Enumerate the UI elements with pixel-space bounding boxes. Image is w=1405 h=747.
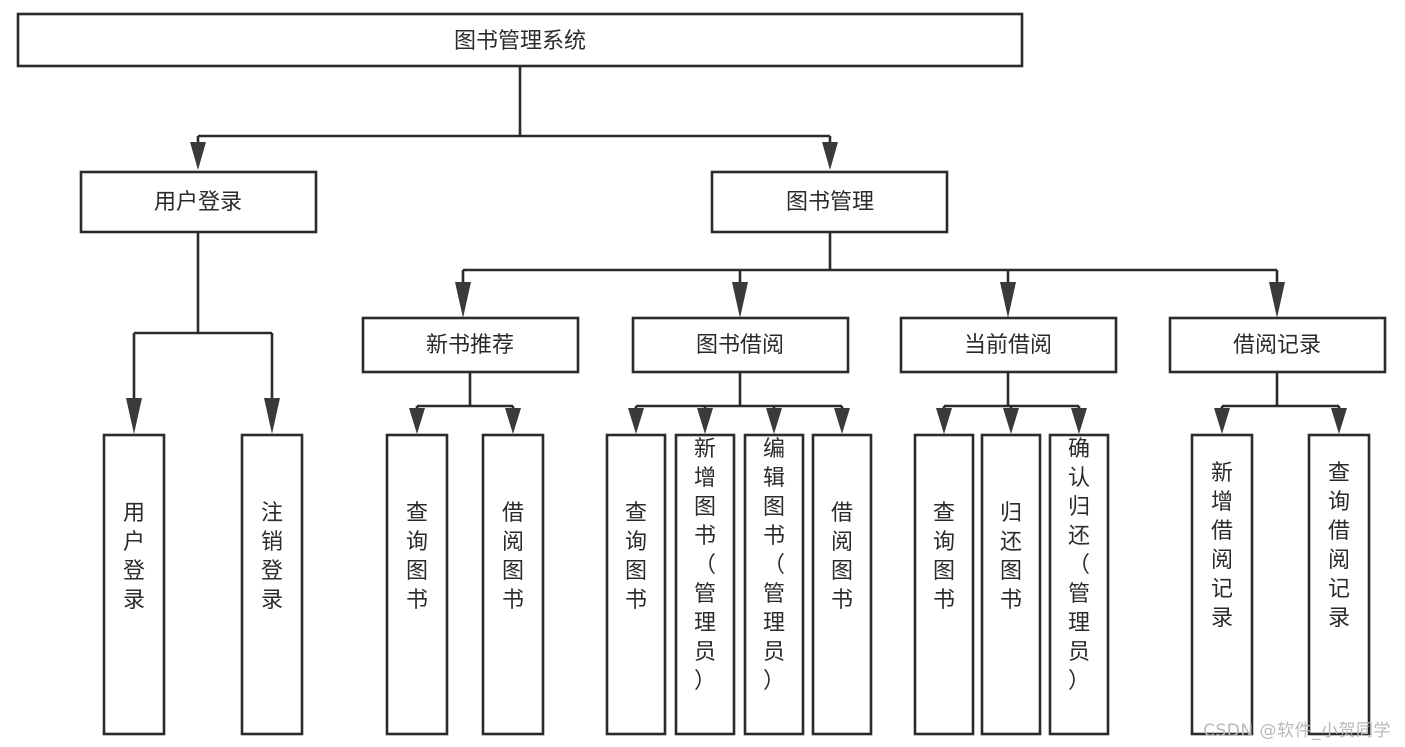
connector-group-records bbox=[1214, 372, 1347, 434]
node-borrow-box[interactable] bbox=[631, 316, 850, 374]
node-leaf-1-label: 用户登录 bbox=[123, 501, 145, 613]
arrow-head-records bbox=[1269, 282, 1285, 318]
arrow-head-leaf-4 bbox=[505, 408, 521, 434]
arrow-head-borrow bbox=[732, 282, 748, 318]
node-leaf-6[interactable]: 新增图书（管理员） bbox=[674, 433, 736, 736]
node-leaf-4[interactable]: 借阅图书 bbox=[481, 433, 545, 736]
node-leaf-5-box[interactable] bbox=[605, 433, 667, 736]
node-root[interactable]: 图书管理系统 bbox=[16, 12, 1024, 68]
node-leaf-12[interactable]: 新增借阅记录 bbox=[1190, 433, 1254, 736]
node-leaf-3-label: 查询图书 bbox=[406, 501, 428, 613]
node-leaf-12-label: 新增借阅记录 bbox=[1211, 461, 1233, 631]
node-leaf-11-label: 确认归还（管理员） bbox=[1068, 437, 1090, 694]
arrow-head-leaf-12 bbox=[1214, 408, 1230, 434]
node-borrow[interactable]: 图书借阅 bbox=[631, 316, 850, 374]
node-leaf-4-box[interactable] bbox=[481, 433, 545, 736]
node-leaf-8[interactable]: 借阅图书 bbox=[811, 433, 873, 736]
node-leaf-7-label: 编辑图书（管理员） bbox=[763, 437, 785, 694]
node-borrow-label: 图书借阅 bbox=[696, 333, 784, 358]
node-leaf-9[interactable]: 查询图书 bbox=[913, 433, 975, 736]
node-records[interactable]: 借阅记录 bbox=[1168, 316, 1387, 374]
arrow-head-leaf-13 bbox=[1331, 408, 1347, 434]
node-leaf-9-box[interactable] bbox=[913, 433, 975, 736]
node-leaf-10[interactable]: 归还图书 bbox=[980, 433, 1042, 736]
node-login[interactable]: 用户登录 bbox=[79, 170, 318, 234]
node-leaf-8-box[interactable] bbox=[811, 433, 873, 736]
node-current[interactable]: 当前借阅 bbox=[899, 316, 1118, 374]
node-leaf-5[interactable]: 查询图书 bbox=[605, 433, 667, 736]
node-leaf-13-box[interactable] bbox=[1307, 433, 1371, 736]
node-leaf-1[interactable]: 用户登录 bbox=[102, 433, 166, 736]
node-leaf-2[interactable]: 注销登录 bbox=[240, 433, 304, 736]
node-leaf-3[interactable]: 查询图书 bbox=[385, 433, 449, 736]
node-leaf-13[interactable]: 查询借阅记录 bbox=[1307, 433, 1371, 736]
node-leaf-4-label: 借阅图书 bbox=[502, 501, 524, 613]
node-root-box[interactable] bbox=[16, 12, 1024, 68]
node-login-box[interactable] bbox=[79, 170, 318, 234]
csdn-watermark: CSDN @软件_小贺同学 bbox=[1203, 721, 1391, 741]
arrow-head-leaf-11 bbox=[1071, 408, 1087, 434]
arrow-head-login bbox=[190, 142, 206, 170]
connector-group-bookmgmt bbox=[455, 232, 1285, 318]
node-leaf-11[interactable]: 确认归还（管理员） bbox=[1048, 433, 1110, 736]
connector-group-current bbox=[936, 372, 1087, 434]
arrow-head-bookmgmt bbox=[822, 142, 838, 170]
node-leaf-7[interactable]: 编辑图书（管理员） bbox=[743, 433, 805, 736]
arrow-head-current bbox=[1000, 282, 1016, 318]
arrow-head-leaf-2 bbox=[264, 398, 280, 434]
connector-group-borrow bbox=[628, 372, 850, 434]
node-leaf-11-box[interactable] bbox=[1048, 433, 1110, 736]
node-leaf-2-box[interactable] bbox=[240, 433, 304, 736]
node-leaf-6-label: 新增图书（管理员） bbox=[694, 437, 716, 694]
node-leaf-6-box[interactable] bbox=[674, 433, 736, 736]
node-current-label: 当前借阅 bbox=[964, 333, 1052, 358]
node-leaf-12-box[interactable] bbox=[1190, 433, 1254, 736]
connector-group-login bbox=[126, 232, 280, 434]
node-root-label: 图书管理系统 bbox=[454, 29, 586, 54]
node-records-label: 借阅记录 bbox=[1233, 333, 1321, 358]
node-bookmgmt-label: 图书管理 bbox=[786, 190, 874, 215]
arrow-head-leaf-6 bbox=[697, 408, 713, 434]
node-current-box[interactable] bbox=[899, 316, 1118, 374]
node-bookmgmt-box[interactable] bbox=[710, 170, 949, 234]
node-leaf-9-label: 查询图书 bbox=[933, 501, 955, 613]
arrow-head-leaf-5 bbox=[628, 408, 644, 434]
node-bookmgmt[interactable]: 图书管理 bbox=[710, 170, 949, 234]
node-leaf-2-label: 注销登录 bbox=[261, 501, 283, 613]
node-leaf-5-label: 查询图书 bbox=[625, 501, 647, 613]
node-records-box[interactable] bbox=[1168, 316, 1387, 374]
node-newbook-box[interactable] bbox=[361, 316, 580, 374]
arrow-head-leaf-7 bbox=[766, 408, 782, 434]
node-leaf-10-box[interactable] bbox=[980, 433, 1042, 736]
arrow-head-leaf-9 bbox=[936, 408, 952, 434]
arrow-head-newbook bbox=[455, 282, 471, 318]
node-login-label: 用户登录 bbox=[154, 190, 242, 215]
node-leaf-10-label: 归还图书 bbox=[1000, 501, 1022, 613]
node-leaf-8-label: 借阅图书 bbox=[831, 501, 853, 613]
node-leaf-3-box[interactable] bbox=[385, 433, 449, 736]
arrow-head-leaf-1 bbox=[126, 398, 142, 434]
node-leaf-1-box[interactable] bbox=[102, 433, 166, 736]
connector-group-newbook bbox=[409, 372, 521, 434]
arrow-head-leaf-3 bbox=[409, 408, 425, 434]
node-newbook[interactable]: 新书推荐 bbox=[361, 316, 580, 374]
connector-group-root bbox=[190, 66, 838, 170]
arrow-head-leaf-10 bbox=[1003, 408, 1019, 434]
node-newbook-label: 新书推荐 bbox=[426, 333, 514, 358]
node-leaf-13-label: 查询借阅记录 bbox=[1328, 461, 1350, 631]
arrow-head-leaf-8 bbox=[834, 408, 850, 434]
node-leaf-7-box[interactable] bbox=[743, 433, 805, 736]
